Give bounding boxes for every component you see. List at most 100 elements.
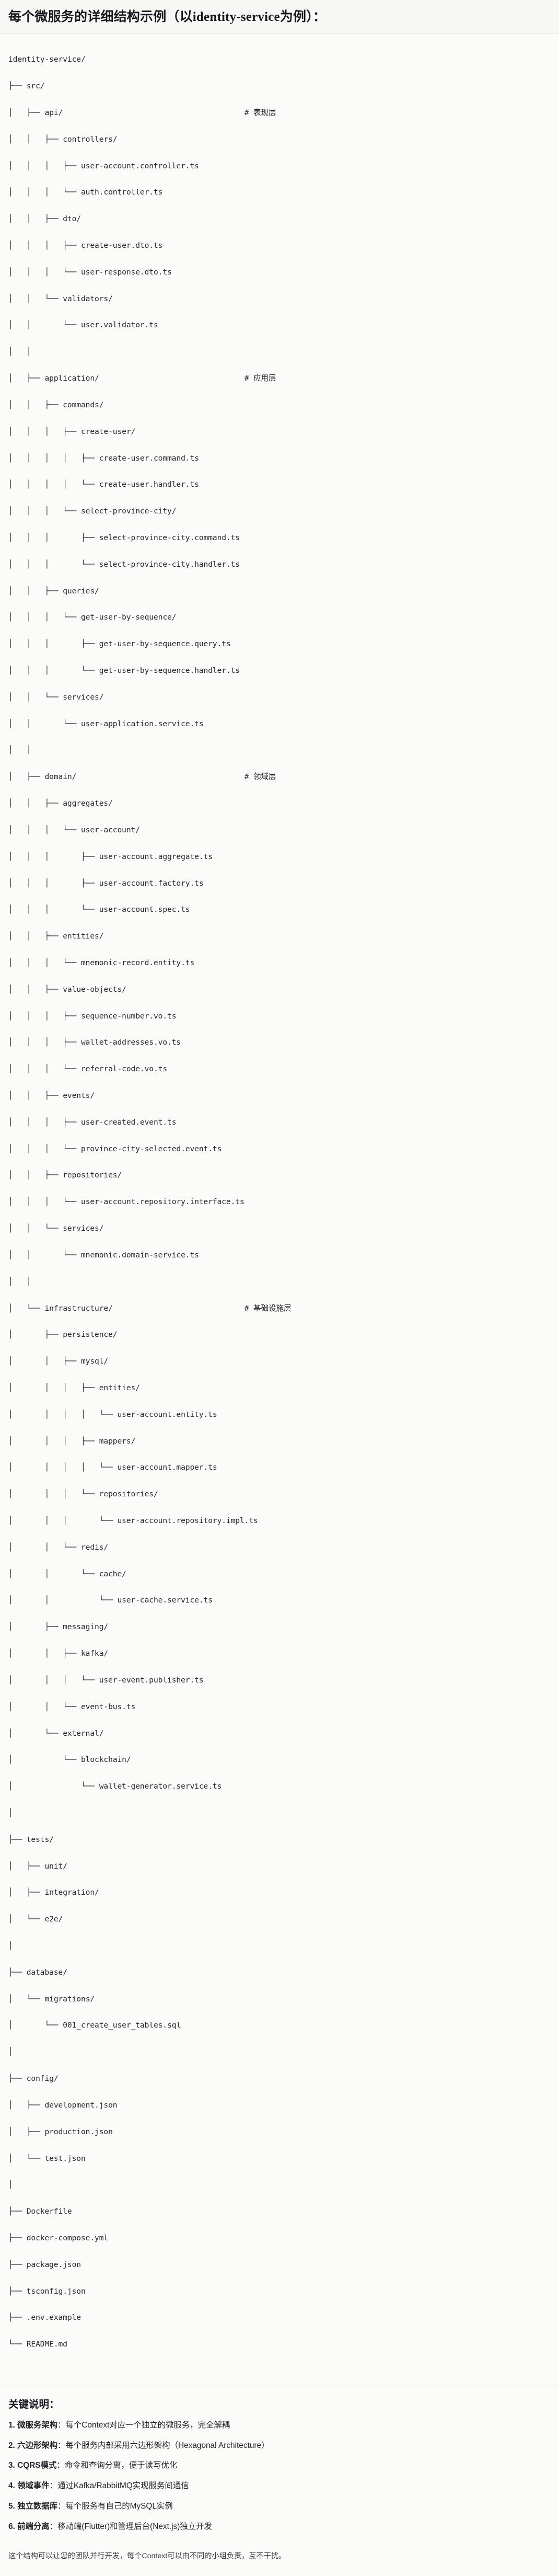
key-note-item: 4. 领域事件：通过Kafka/RabbitMQ实现服务间通信 [8, 2480, 551, 2492]
tree-line: │ │ └── services/ [8, 692, 104, 702]
key-note-body: ：每个服务有自己的MySQL实例 [57, 2502, 173, 2511]
tree-line: ├── tests/ [8, 1835, 54, 1844]
key-note-number: 6. [8, 2522, 18, 2531]
key-note-body: ：每个服务内部采用六边形架构（Hexagonal Architecture） [57, 2441, 270, 2450]
key-note-term: 六边形架构 [17, 2441, 58, 2450]
tree-layer-comment: # 领域层 [244, 772, 276, 782]
key-note-item: 5. 独立数据库：每个服务有自己的MySQL实例 [8, 2500, 551, 2513]
directory-tree-block: identity-service/ ├── src/ │ ├── api/ # … [0, 33, 559, 2385]
tree-line: │ │ ├── controllers/ [8, 134, 118, 144]
tree-line: │ [8, 2180, 13, 2190]
tree-line: │ │ ├── kafka/ [8, 1649, 109, 1658]
tree-line: │ │ │ ├── sequence-number.vo.ts [8, 1011, 177, 1021]
key-note-item: 1. 微服务架构：每个Context对应一个独立的微服务，完全解耦 [8, 2419, 551, 2432]
tree-line: ├── tsconfig.json [8, 2286, 86, 2296]
key-note-number: 5. [8, 2502, 18, 2511]
key-note-number: 4. [8, 2481, 18, 2491]
tree-line: │ │ │ └── referral-code.vo.ts [8, 1064, 168, 1074]
key-notes-list: 1. 微服务架构：每个Context对应一个独立的微服务，完全解耦 2. 六边形架… [8, 2419, 551, 2533]
tree-line: │ └── migrations/ [8, 1994, 95, 2003]
tree-line: │ │ [8, 347, 31, 357]
tree-line: │ │ └── user.validator.ts [8, 320, 158, 330]
tree-line: identity-service/ [8, 55, 86, 64]
tree-line: │ ├── application/ # 应用层 [8, 374, 276, 383]
tree-line: │ │ └── services/ [8, 1224, 104, 1233]
tree-line: ├── .env.example [8, 2313, 81, 2322]
tree-line: │ │ ├── events/ [8, 1091, 95, 1101]
key-note-number: 3. [8, 2461, 18, 2470]
tree-line: │ │ └── mnemonic.domain-service.ts [8, 1250, 199, 1260]
key-note-body: ：命令和查询分离，便于读写优化 [56, 2461, 178, 2470]
tree-line: │ │ ├── mysql/ [8, 1357, 109, 1366]
tree-line: │ │ │ ├── select-province-city.command.t… [8, 533, 240, 542]
tree-line: │ │ │ ├── user-account.factory.ts [8, 878, 204, 888]
tree-line: │ │ │ └── select-province-city/ [8, 507, 177, 516]
key-note-term: 微服务架构 [17, 2420, 58, 2430]
key-note-number: 1. [8, 2420, 18, 2430]
tree-line: │ │ └── redis/ [8, 1542, 109, 1552]
tree-line: │ │ │ ├── user-account.aggregate.ts [8, 852, 213, 861]
tree-line: │ [8, 1808, 13, 1817]
key-note-number: 2. [8, 2441, 18, 2450]
key-note-term: 前端分离 [17, 2522, 50, 2531]
tree-line: │ │ │ ├── entities/ [8, 1383, 140, 1392]
tree-line: │ │ ├── dto/ [8, 214, 81, 224]
tree-line: │ │ ├── repositories/ [8, 1171, 122, 1180]
tree-line: │ └── infrastructure/ # 基础设施层 [8, 1303, 292, 1313]
tree-line: │ │ ├── aggregates/ [8, 799, 113, 808]
tree-line: │ │ └── user-cache.service.ts [8, 1596, 213, 1605]
key-note-item: 3. CQRS模式：命令和查询分离，便于读写优化 [8, 2459, 551, 2472]
tree-line: │ │ │ └── select-province-city.handler.t… [8, 559, 240, 569]
key-note-item: 2. 六边形架构：每个服务内部采用六边形架构（Hexagonal Archite… [8, 2440, 551, 2452]
tree-line: │ │ │ └── get-user-by-sequence/ [8, 613, 177, 622]
tree-line: │ └── external/ [8, 1728, 104, 1738]
tree-line: │ │ └── validators/ [8, 294, 113, 303]
tree-line: │ │ │ └── user-response.dto.ts [8, 267, 172, 277]
tree-line: ├── database/ [8, 1967, 67, 1977]
tree-line: │ ├── production.json [8, 2127, 113, 2136]
tree-line: ├── package.json [8, 2260, 81, 2269]
tree-line: │ └── test.json [8, 2154, 86, 2163]
key-note-term: CQRS模式 [17, 2461, 57, 2470]
tree-line: │ │ │ ├── get-user-by-sequence.query.ts [8, 639, 231, 649]
tree-line: │ │ │ └── get-user-by-sequence.handler.t… [8, 666, 240, 676]
tree-line: │ │ │ ├── user-created.event.ts [8, 1117, 177, 1127]
tree-line: │ ├── development.json [8, 2100, 118, 2110]
tree-line: │ │ │ ├── create-user.dto.ts [8, 241, 163, 250]
tree-line: │ │ [8, 1277, 31, 1286]
tree-layer-comment: # 表现层 [244, 108, 276, 117]
tree-line: │ │ │ ├── wallet-addresses.vo.ts [8, 1038, 181, 1047]
tree-line: │ │ ├── value-objects/ [8, 984, 126, 994]
key-note-term: 领域事件 [17, 2481, 50, 2491]
tree-line: │ │ ├── commands/ [8, 400, 104, 409]
tree-line: │ └── e2e/ [8, 1915, 63, 1924]
tree-line: │ │ │ │ ├── create-user.command.ts [8, 453, 199, 463]
tree-line: │ │ ├── queries/ [8, 586, 99, 596]
tree-line: │ │ └── event-bus.ts [8, 1702, 136, 1711]
tree-line: │ │ │ └── repositories/ [8, 1490, 158, 1499]
key-note-body: ：通过Kafka/RabbitMQ实现服务间通信 [49, 2481, 189, 2491]
tree-layer-comment: # 应用层 [244, 374, 276, 383]
tree-line: │ │ [8, 746, 31, 755]
tree-line: │ ├── domain/ # 领域层 [8, 772, 276, 782]
tree-line: │ │ │ └── mnemonic-record.entity.ts [8, 958, 195, 967]
tree-line: ├── Dockerfile [8, 2207, 72, 2216]
tree-line: │ │ │ └── user-account.repository.interf… [8, 1197, 244, 1207]
tree-line: │ │ └── user-application.service.ts [8, 719, 204, 728]
tree-line: │ ├── persistence/ [8, 1330, 118, 1339]
tree-line: │ │ │ └── user-event.publisher.ts [8, 1675, 204, 1685]
tree-line: │ │ │ │ └── user-account.mapper.ts [8, 1463, 217, 1472]
page-title: 每个微服务的详细结构示例（以identity-service为例）： [8, 10, 327, 24]
tree-line: │ └── blockchain/ [8, 1755, 131, 1765]
key-note-term: 独立数据库 [17, 2502, 58, 2511]
tree-line: │ │ └── cache/ [8, 1569, 126, 1578]
tree-line: │ │ │ │ └── user-account.entity.ts [8, 1410, 217, 1419]
tree-line: ├── docker-compose.yml [8, 2233, 109, 2242]
tree-line: │ │ │ ├── user-account.controller.ts [8, 161, 199, 170]
tree-line: ├── src/ [8, 82, 45, 91]
tree-line: │ │ │ └── auth.controller.ts [8, 188, 163, 197]
tree-line: │ ├── integration/ [8, 1888, 99, 1897]
key-note-item: 6. 前端分离：移动端(Flutter)和管理后台(Next.js)独立开发 [8, 2521, 551, 2533]
